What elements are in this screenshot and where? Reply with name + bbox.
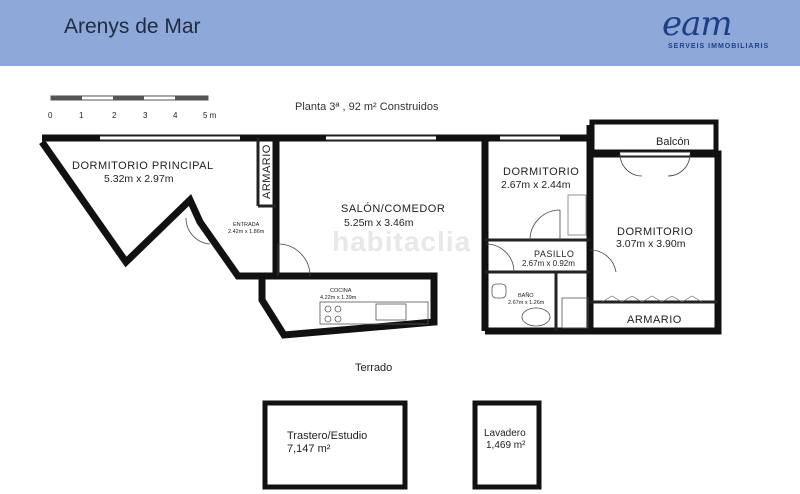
brand-logo: eam	[662, 4, 733, 44]
lavadero-label: Lavadero	[484, 428, 526, 439]
bathroom-fixtures	[491, 283, 589, 329]
room-dims-cocina: 4.22m x 1.39m	[320, 295, 357, 301]
watermark: habitaclia	[332, 226, 472, 257]
lavadero-area: 1,469 m²	[486, 440, 526, 451]
scale-bar	[50, 95, 209, 101]
room-label-armario-left: ARMARIO	[261, 144, 273, 199]
plan-title: Planta 3ª , 92 m² Construidos	[295, 101, 439, 113]
room-dims-dormitorio-principal: 5.32m x 2.97m	[104, 173, 174, 185]
room-dims-entrada: 2.42m x 1.86m	[228, 229, 265, 235]
room-label-armario-right: ARMARIO	[627, 314, 682, 326]
scale-tick: 1	[79, 111, 84, 120]
header-banner: Arenys de Mar eam SERVEIS IMMOBILIARIS	[0, 0, 800, 66]
scale-tick: 2	[112, 111, 117, 120]
room-label-balcon: Balcón	[656, 136, 690, 148]
interior-walls	[256, 138, 718, 331]
room-label-dormitorio-2: DORMITORIO	[503, 166, 580, 178]
kitchen-fixtures	[319, 301, 429, 325]
room-dims-bano: 2.67m x 1.26m	[508, 300, 545, 306]
room-label-dormitorio-3: DORMITORIO	[617, 226, 694, 238]
room-dims-pasillo: 2.67m x 0.92m	[522, 259, 575, 268]
trastero-outline	[262, 400, 408, 490]
balcony-outline	[589, 119, 719, 155]
room-dims-dormitorio-3: 3.07m x 3.90m	[616, 238, 686, 250]
room-label-pasillo: PASILLO	[534, 249, 575, 259]
room-label-cocina: COCINA	[330, 288, 352, 294]
windows	[100, 136, 690, 156]
window-frames	[100, 135, 690, 157]
lavadero-outline	[472, 400, 542, 490]
floor-plan-drawing	[39, 95, 722, 490]
terrado-label: Terrado	[355, 362, 393, 374]
room-label-bano: BAÑO	[518, 293, 534, 299]
trastero-label: Trastero/Estudio	[287, 430, 368, 442]
page-title: Arenys de Mar	[64, 15, 201, 38]
wardrobe-doors	[567, 194, 703, 303]
scale-tick: 0	[48, 111, 53, 120]
door-swings	[185, 153, 691, 277]
room-label-dormitorio-principal: DORMITORIO PRINCIPAL	[72, 160, 214, 172]
scale-tick: 3	[143, 111, 148, 120]
room-dims-dormitorio-2: 2.67m x 2.44m	[501, 179, 571, 191]
scale-tick: 4	[173, 111, 178, 120]
brand-logo-subtitle: SERVEIS IMMOBILIARIS	[668, 43, 770, 50]
room-label-entrada: ENTRADA	[233, 222, 260, 228]
scale-tick: 5 m	[203, 111, 217, 120]
trastero-area: 7,147 m²	[287, 443, 331, 455]
room-dims-salon: 5.25m x 3.46m	[344, 217, 414, 229]
room-label-salon: SALÓN/COMEDOR	[341, 203, 446, 215]
